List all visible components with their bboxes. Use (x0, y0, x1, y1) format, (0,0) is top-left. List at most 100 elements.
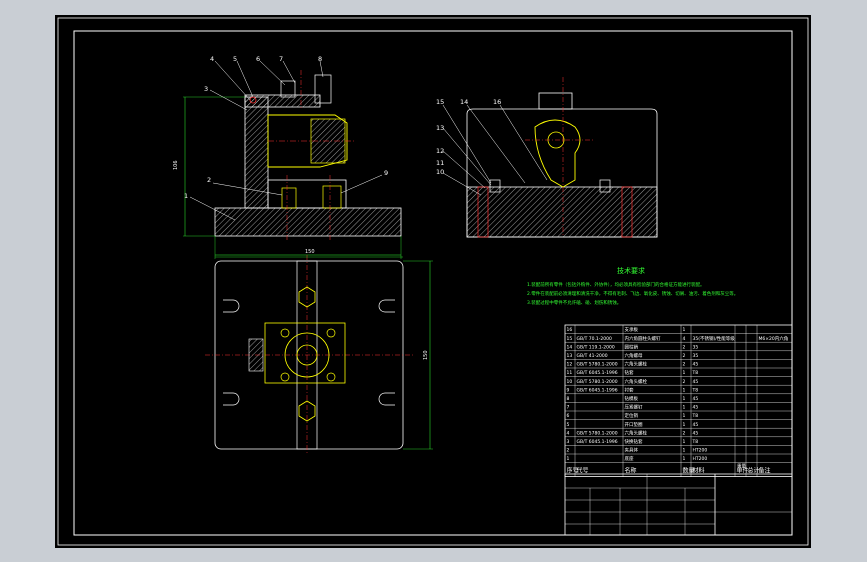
inner-border (73, 30, 793, 536)
pin-right (322, 185, 342, 209)
dim-width-text: 150 (305, 249, 315, 255)
bom-header-cell: 备注 (759, 467, 771, 475)
bom-header-cell: 单件 (737, 467, 749, 475)
bom-cell: GB/T 6045.1-1996 (577, 439, 618, 445)
bom-cell: HT200 (693, 448, 708, 454)
balloon-5: 5 (233, 55, 237, 63)
bom-cell: 35 (693, 353, 699, 359)
column (244, 96, 269, 209)
bom-cell: 2 (683, 344, 686, 350)
balloon-6: 6 (256, 55, 260, 63)
support-block (267, 179, 347, 209)
bom-cell: T8 (692, 413, 699, 419)
front-view: 106 150 4 5 6 7 8 3 1 2 9 (173, 55, 402, 259)
bom-cell: 底座 (625, 455, 634, 462)
pin-left (281, 187, 297, 209)
bom-cell: T8 (692, 387, 699, 393)
bom-cell: 45 (693, 379, 699, 385)
bom-header-cell: 名称 (625, 467, 637, 475)
bom-cell: 支承板 (625, 326, 639, 333)
balloon-10: 10 (436, 168, 444, 176)
bom-cell: 压紧螺钉 (625, 404, 643, 411)
outer-border (57, 17, 809, 546)
bom-cell: 2 (683, 379, 686, 385)
bom-cell: 45 (693, 362, 699, 368)
bom-cell: 圆柱销 (625, 343, 639, 350)
bom-cell: 2 (567, 448, 570, 454)
bom-cell: 六角螺母 (625, 352, 643, 359)
side-workpiece (534, 119, 581, 188)
bom-cell: 12 (567, 362, 573, 368)
bom-cell: 15 (567, 336, 573, 342)
bom-cell: 1 (683, 448, 686, 454)
cad-viewport[interactable]: 106 150 4 5 6 7 8 3 1 2 9 (55, 15, 811, 548)
dim-depth-text: 150 (423, 350, 429, 360)
bom-cell: 1 (683, 422, 686, 428)
balloon-11: 11 (436, 159, 444, 167)
bom-cell: 1 (683, 370, 686, 376)
balloon-8: 8 (318, 55, 322, 63)
bom-cell: 1 (567, 456, 570, 462)
bom-cell: 3 (567, 439, 570, 445)
balloon-12: 12 (436, 147, 444, 155)
bom-cell: 45 (693, 422, 699, 428)
bom-cell: 六角头螺栓 (625, 361, 648, 368)
bom-cell: 11 (567, 370, 573, 376)
bom-cell: 1 (683, 405, 686, 411)
bom-cell: 1 (683, 396, 686, 402)
bom-cell: GB/T 6045.1-1996 (577, 387, 618, 393)
balloon-9: 9 (384, 169, 388, 177)
bom-cell: 定位销 (625, 412, 639, 419)
balloon-13: 13 (436, 124, 444, 132)
bom-cell: 4 (683, 336, 686, 342)
bom-cell: 2 (683, 362, 686, 368)
bom-cell: 内六角圆柱头螺钉 (625, 335, 661, 342)
bom-cell: GB/T 5780.1-2000 (577, 430, 618, 436)
bom-cell: 1 (683, 413, 686, 419)
balloon-4: 4 (210, 55, 214, 63)
note-line-3: 3.装配过程中零件不允许磕、碰、划伤和锈蚀。 (527, 299, 621, 306)
bom-cell: 7 (567, 405, 570, 411)
bom-cell: HT200 (693, 456, 708, 462)
balloon-3: 3 (204, 85, 208, 93)
bom-cell: 1 (683, 387, 686, 393)
bom-cell: GB/T 5780.1-2000 (577, 379, 618, 385)
dim-height-text: 106 (173, 160, 179, 170)
bom-cell: 6 (567, 413, 570, 419)
base-plate (214, 207, 402, 237)
side-view: 15 14 16 13 12 10 11 (436, 77, 658, 238)
bom-cell: 1 (683, 327, 686, 333)
bom-cell: 六角头螺栓 (625, 378, 648, 385)
bom-cell: GB/T 70.1-2000 (577, 336, 613, 342)
bom-cell: 35(不锈钢)/性能等级 (693, 335, 736, 342)
bom-cell: 14 (567, 344, 573, 350)
notes-title: 技术要求 (617, 266, 645, 275)
bom-cell: 13 (567, 353, 573, 359)
bom-cell: 4 (567, 430, 570, 436)
note-line-2: 2.零件在装配前必须清理和清洗干净，不得有毛刺、飞边、氧化皮、锈蚀、切屑、油污、… (527, 290, 738, 297)
bom-cell: 8 (567, 396, 570, 402)
workpiece-outline (267, 114, 348, 168)
title-block (564, 473, 793, 536)
balloon-2: 2 (207, 176, 211, 184)
bom-cell: T8 (692, 439, 699, 445)
bom-cell: GB/T 41-2000 (577, 353, 608, 359)
bom-cell: 16 (567, 327, 573, 333)
balloon-7: 7 (279, 55, 283, 63)
side-top-block (538, 92, 573, 110)
bom-cell: 钻套 (625, 369, 634, 376)
bom-cell: 2 (683, 353, 686, 359)
bom-cell: 钻模板 (625, 395, 639, 402)
side-base-section (466, 186, 658, 238)
side-outline (466, 108, 658, 238)
bom-cell: M6×20内六角 (759, 335, 789, 342)
bom-cell: 六角头螺栓 (625, 429, 648, 436)
technical-notes: 技术要求 1.装配前所有零件（包括外购件、外协件），均必须具有检验部门的合格证方… (527, 266, 738, 306)
bom-cell: T8 (692, 370, 699, 376)
balloon-15: 15 (436, 98, 444, 106)
bom-cell: 35 (693, 344, 699, 350)
bom-weight-header: 重量 (737, 463, 746, 470)
bom-cell: 2 (683, 430, 686, 436)
note-line-1: 1.装配前所有零件（包括外购件、外协件），均必须具有检验部门的合格证方能进行装配… (527, 281, 705, 288)
bom-cell: 1 (683, 439, 686, 445)
